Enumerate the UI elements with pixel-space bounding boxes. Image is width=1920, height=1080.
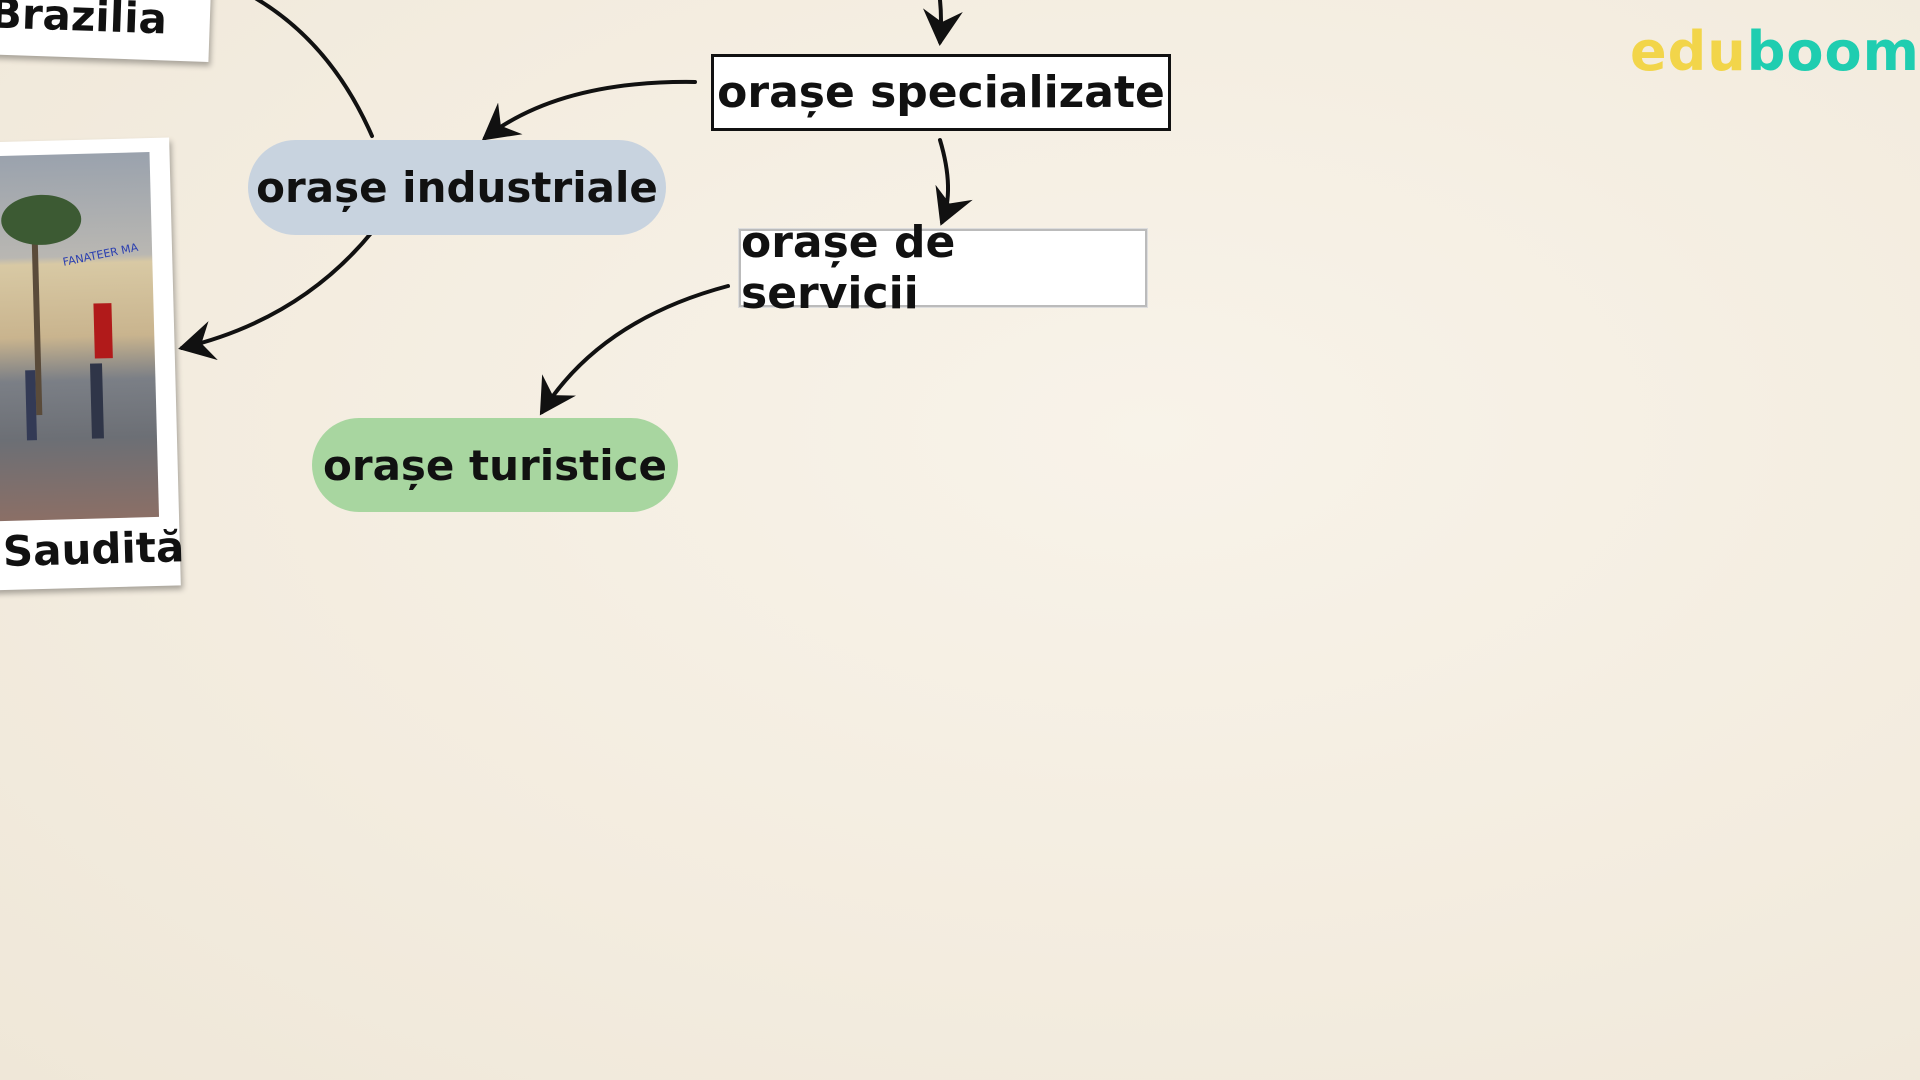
node-services: orașe de servicii (739, 217, 1147, 319)
arrow-to-services (935, 138, 973, 226)
logo-part-edu: edu (1630, 20, 1747, 83)
mall-photo: FANATEER MA (0, 152, 160, 522)
arrow-from-industrial-up (254, 0, 374, 138)
node-industrial: orașe industriale (248, 140, 666, 235)
photo-sign: FANATEER MA (61, 240, 140, 269)
arrow-into-specialized (922, 0, 963, 46)
photo-caption: Saudită (2, 522, 185, 577)
arrow-to-industrial (481, 79, 697, 141)
arrow-to-photo (178, 230, 374, 361)
brazilia-card: Brazilia (0, 0, 212, 62)
node-industrial-label: orașe industriale (256, 163, 658, 212)
node-services-label: orașe de servicii (741, 217, 956, 319)
logo-part-boom: boom (1746, 20, 1920, 83)
node-specialized: orașe specializate (711, 54, 1171, 131)
eduboom-logo: eduboom (1630, 20, 1920, 83)
node-specialized-label: orașe specializate (717, 67, 1165, 118)
photo-card: FANATEER MA Saudită (0, 137, 185, 591)
node-tourist-label: orașe turistice (323, 440, 667, 490)
brazilia-caption: Brazilia (0, 0, 168, 44)
arrow-to-tourist (539, 284, 730, 416)
node-tourist: orașe turistice (312, 418, 678, 512)
